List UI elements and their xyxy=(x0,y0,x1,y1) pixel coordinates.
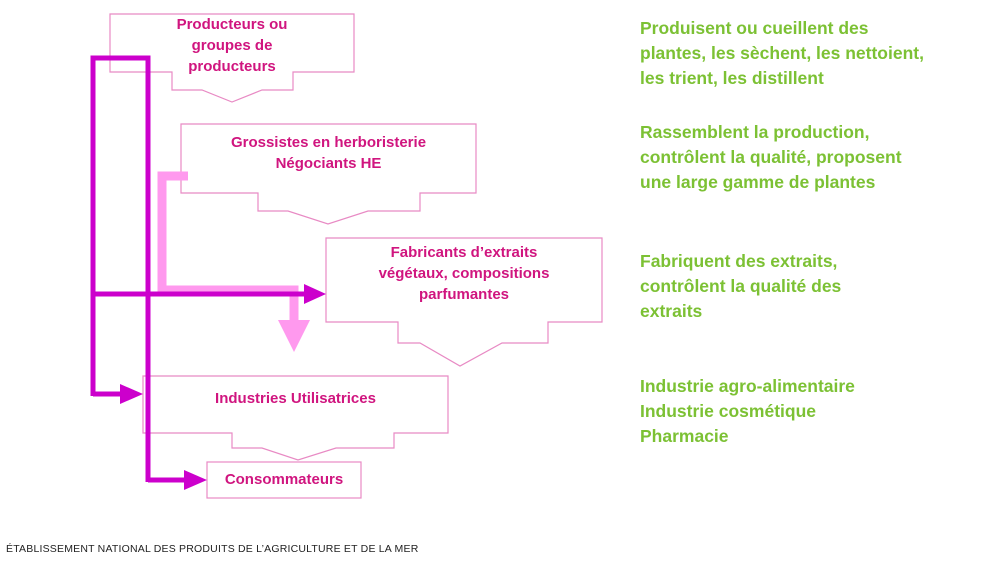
label-fabricants: Fabricants d’extraits végétaux, composit… xyxy=(378,244,550,303)
label-consommateurs: Consommateurs xyxy=(224,471,344,488)
description-producteurs: Produisent ou cueillent des plantes, les… xyxy=(640,18,924,88)
box-grossistes xyxy=(180,123,477,225)
label-grossistes: Grossistes en herboristerie Négociants H… xyxy=(230,134,427,172)
light-arrow-grossistes xyxy=(157,171,310,352)
description-grossistes: Rassemblent la production, contrôlent la… xyxy=(640,122,902,192)
label-industries: Industries Utilisatrices xyxy=(215,390,376,407)
description-fabricants: Fabriquent des extraits, contrôlent la q… xyxy=(640,251,842,321)
footer-organization: ÉTABLISSEMENT NATIONAL DES PRODUITS DE L… xyxy=(6,543,419,555)
description-industries: Industrie agro-alimentaire Industrie cos… xyxy=(640,376,855,446)
box-producteurs xyxy=(109,13,355,103)
box-industries xyxy=(142,375,449,461)
box-fabricants xyxy=(325,237,603,367)
label-producteurs: Producteurs ou groupes de producteurs xyxy=(176,16,288,75)
main-arrows-producteurs xyxy=(90,55,326,490)
